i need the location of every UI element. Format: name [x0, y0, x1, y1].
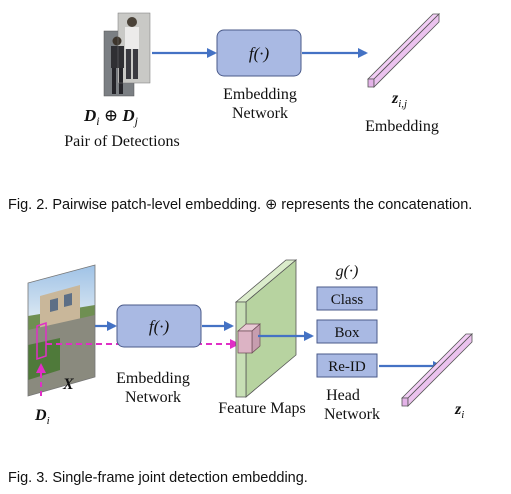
head-label-line2: Network [324, 406, 380, 423]
detection-pair-image [103, 12, 151, 97]
head-label-line1: Head [326, 387, 360, 404]
output-variable-3: zi [454, 401, 464, 421]
output-label: Embedding [365, 118, 439, 135]
head-reid-box: Re-ID [316, 353, 378, 378]
embedding-vector [367, 13, 440, 88]
network-label-line2: Network [232, 105, 288, 122]
head-box-label: Box [334, 325, 360, 341]
input-formula: Di ⊕ Dj [83, 106, 139, 128]
function-label: f(·) [249, 44, 270, 63]
head-function-label: g(·) [336, 263, 359, 280]
embedding-network-box: f(·) [216, 29, 302, 77]
feature-map [234, 259, 298, 398]
figure-2: f(·) Embedding Network Di ⊕ Dj Pair of D… [64, 12, 440, 150]
output-variable: zi,j [391, 90, 407, 110]
network-label-line1: Embedding [223, 86, 297, 103]
feature-maps-label: Feature Maps [218, 400, 306, 417]
figure-3-caption: Fig. 3. Single-frame joint detection emb… [8, 470, 308, 486]
function-label-3: f(·) [149, 317, 170, 336]
head-reid-label: Re-ID [328, 359, 366, 375]
svg-text:Di ⊕ Dj: Di ⊕ Dj [83, 106, 139, 128]
head-class-label: Class [331, 292, 364, 308]
detection-variable: Di [34, 407, 50, 427]
head-class-box: Class [316, 286, 378, 311]
head-box-box: Box [316, 319, 378, 344]
figure-3: X Di f(·) Embedding Network Feature Maps… [27, 259, 473, 427]
network-label-line2-3: Network [125, 389, 181, 406]
embedding-vector-3 [401, 333, 473, 407]
embedding-network-box-3: f(·) [116, 304, 202, 348]
input-label: Pair of Detections [64, 133, 180, 150]
input-scene-image [27, 264, 96, 397]
input-variable: X [62, 376, 74, 393]
figure-2-caption: Fig. 2. Pairwise patch-level embedding. … [8, 197, 473, 213]
network-label-line1-3: Embedding [116, 370, 190, 387]
